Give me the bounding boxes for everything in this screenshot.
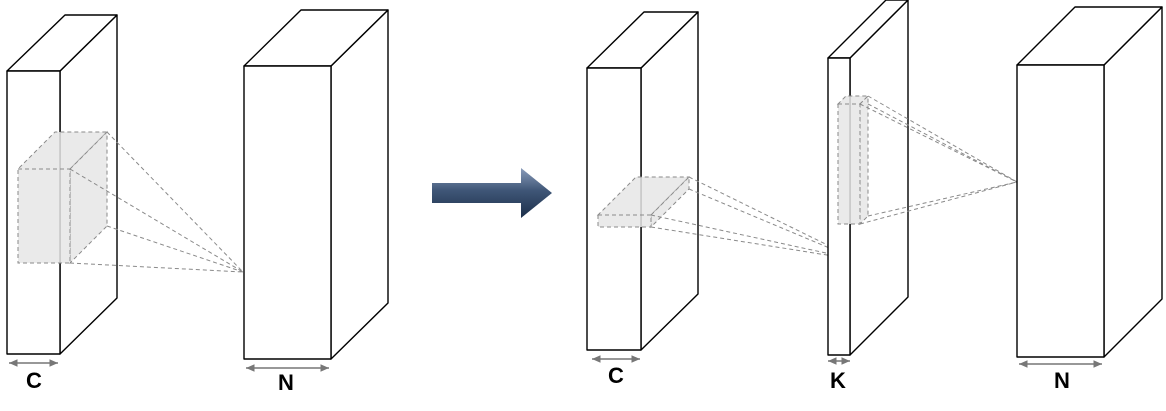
left-output-side-face	[330, 9, 389, 360]
right-input-block	[586, 11, 699, 351]
left-kernel-side	[69, 130, 108, 265]
right-output-block	[1016, 6, 1163, 358]
left-projection-lines	[69, 131, 244, 273]
right-output-channels-label: N	[1054, 368, 1070, 393]
transform-arrow-icon	[432, 168, 552, 218]
right-slab-front	[597, 214, 652, 228]
left-output-front-face	[243, 65, 332, 360]
right-output-front-face	[1016, 64, 1105, 358]
left-input-channels-label: C	[26, 368, 42, 393]
left-kernel-top	[16, 131, 109, 170]
right-middle-kernel-front	[837, 103, 861, 225]
left-kernel-front	[17, 168, 71, 264]
left-output-block	[243, 9, 389, 360]
left-kernel-cube	[16, 130, 109, 265]
right-second-projection-lines	[859, 95, 1018, 225]
right-input-channels-label: C	[608, 363, 624, 388]
right-middle-channels-label: K	[830, 368, 846, 393]
left-output-channels-label: N	[278, 370, 294, 395]
right-output-side-face	[1103, 6, 1163, 358]
right-middle-kernel-side	[859, 94, 869, 226]
right-middle-kernel	[836, 94, 870, 226]
